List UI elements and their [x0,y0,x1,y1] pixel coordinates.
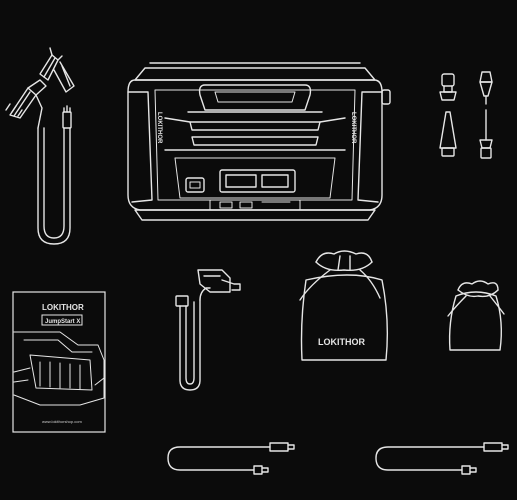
jump-starter-brand-left: LOKITHOR [156,112,162,144]
usb-cable-icon [167,442,295,475]
valve-adapters-icon [439,71,493,159]
user-manual-icon [12,291,106,433]
jump-starter-brand-right: LOKITHOR [350,112,356,144]
manual-footer: www.lokithorshop.com [42,419,82,424]
usb-cable-icon-2 [375,442,509,475]
air-hose-icon [175,269,241,391]
jump-starter-icon [127,62,391,221]
storage-bag-large-icon [299,250,389,361]
jumper-clamps-icon [5,47,75,245]
manual-model: JumpStart X [45,319,80,325]
storage-bag-small-icon [447,280,505,351]
manual-brand: LOKITHOR [42,303,84,312]
pouch-brand: LOKITHOR [318,337,365,347]
